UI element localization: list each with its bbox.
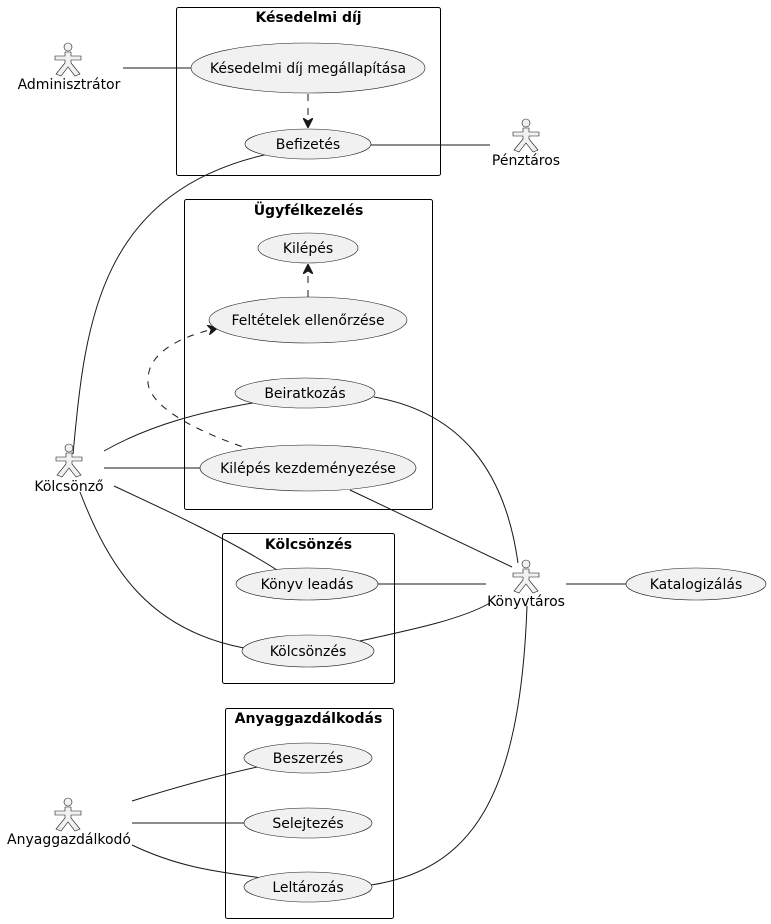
assoc-anyaggazdalkodo-leltarozas xyxy=(131,844,263,879)
package-title-anyaggazdalkodas: Anyaggazdálkodás xyxy=(235,711,383,727)
usecase-selejtezes[interactable]: Selejtezés xyxy=(243,807,373,839)
actor-penztaros[interactable]: Pénztáros xyxy=(492,118,560,169)
usecase-label: Katalogizálás xyxy=(650,577,743,593)
usecase-label: Feltételek ellenőrzése xyxy=(231,313,384,329)
actor-konyvtaros[interactable]: Könyvtáros xyxy=(487,559,565,610)
usecase-kolcsonzes[interactable]: Kölcsönzés xyxy=(241,634,375,668)
usecase-kilepes[interactable]: Kilépés xyxy=(257,232,359,264)
usecase-konyv-leadas[interactable]: Könyv leadás xyxy=(235,567,379,601)
actor-label: Adminisztrátor xyxy=(18,77,121,93)
usecase-label: Kölcsönzés xyxy=(270,644,347,660)
assoc-kolcsonzo-konyv-leadas xyxy=(113,485,278,571)
assoc-anyaggazdalkodo-beszerzes xyxy=(131,765,263,802)
usecase-leltarozas[interactable]: Leltározás xyxy=(243,871,373,903)
usecase-feltetelek-ellenorzese[interactable]: Feltételek ellenőrzése xyxy=(208,296,408,344)
actor-adminisztrator[interactable]: Adminisztrátor xyxy=(18,42,121,93)
usecase-label: Befizetés xyxy=(276,137,340,153)
usecase-katalogizalas[interactable]: Katalogizálás xyxy=(625,567,767,601)
package-ugyfelkezeles: Ügyfélkezelés xyxy=(184,199,433,510)
assoc-kilepes-kezdemenyezese-konyvtaros xyxy=(349,489,513,568)
package-title-kolcsonzes: Kölcsönzés xyxy=(265,537,352,553)
actor-label: Pénztáros xyxy=(492,153,560,169)
actor-kolcsonzo[interactable]: Kölcsönző xyxy=(34,443,104,495)
associations xyxy=(72,67,626,886)
assoc-kolcsonzes-konyvtaros xyxy=(359,602,491,642)
usecase-befizetes[interactable]: Befizetés xyxy=(244,128,372,160)
assoc-leltarozas-konyvtaros xyxy=(370,605,528,886)
usecase-label: Leltározás xyxy=(272,880,343,896)
package-title-ugyfelkezeles: Ügyfélkezelés xyxy=(254,201,364,219)
dep-kilepes-kezdemenyezese-feltetelek xyxy=(147,328,256,452)
actor-label: Anyaggazdálkodó xyxy=(7,832,131,848)
assoc-beiratkozas-konyvtaros xyxy=(373,396,519,564)
actor-label: Kölcsönző xyxy=(34,479,103,495)
dependencies xyxy=(147,94,308,452)
assoc-kolcsonzo-befizetes xyxy=(72,152,274,455)
usecase-label: Kilépés kezdeményezése xyxy=(220,461,396,477)
usecase-label: Selejtezés xyxy=(272,816,343,832)
usecase-kilepes-kezdemenyezese[interactable]: Kilépés kezdeményezése xyxy=(199,444,417,492)
usecase-label: Kilépés xyxy=(283,241,333,257)
usecase-label: Beiratkozás xyxy=(264,386,345,402)
usecase-beiratkozas[interactable]: Beiratkozás xyxy=(234,377,376,409)
usecase-label: Könyv leadás xyxy=(261,577,354,593)
actor-label: Könyvtáros xyxy=(487,594,565,610)
actor-anyaggazdalkodo[interactable]: Anyaggazdálkodó xyxy=(7,797,131,848)
package-title-kesedelmi-dij: Késedelmi díj xyxy=(255,10,361,26)
assoc-kolcsonzo-beiratkozas xyxy=(103,401,259,452)
usecase-beszerzes[interactable]: Beszerzés xyxy=(243,742,373,774)
usecase-label: Késedelmi díj megállapítása xyxy=(210,61,406,77)
usecase-label: Beszerzés xyxy=(273,751,344,767)
assoc-kolcsonzo-kolcsonzes xyxy=(79,491,245,649)
usecase-kesedelmi-dij-megallapitasa[interactable]: Késedelmi díj megállapítása xyxy=(190,42,426,94)
